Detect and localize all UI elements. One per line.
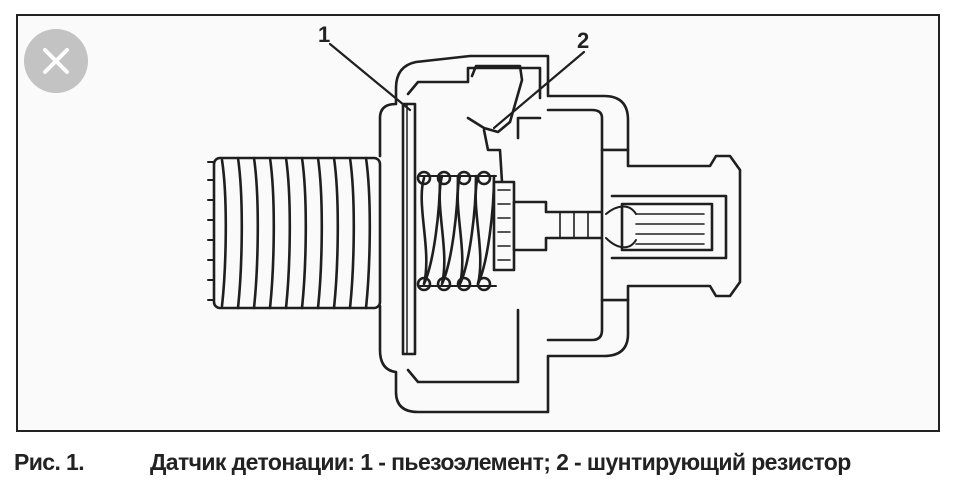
callout-1-leader (328, 42, 412, 112)
spring (416, 170, 497, 292)
figure-caption: Рис. 1. Датчик детонации: 1 - пьезоэлеме… (14, 449, 954, 489)
threaded-stud (207, 156, 382, 310)
caption-label: Рис. 1. (14, 449, 85, 475)
knock-sensor-diagram: 1 2 (207, 22, 742, 414)
callout-1-label: 1 (318, 22, 330, 47)
callout-2-leader (492, 50, 586, 130)
piezo-element (401, 102, 417, 356)
connector (600, 148, 742, 302)
sensor-housing (378, 54, 630, 414)
close-icon (43, 48, 69, 74)
close-button[interactable] (24, 29, 88, 93)
caption-text: Датчик детонации: 1 - пьезоэлемент; 2 - … (150, 449, 851, 475)
contact-rod (512, 200, 608, 252)
callout-2-label: 2 (577, 28, 589, 53)
